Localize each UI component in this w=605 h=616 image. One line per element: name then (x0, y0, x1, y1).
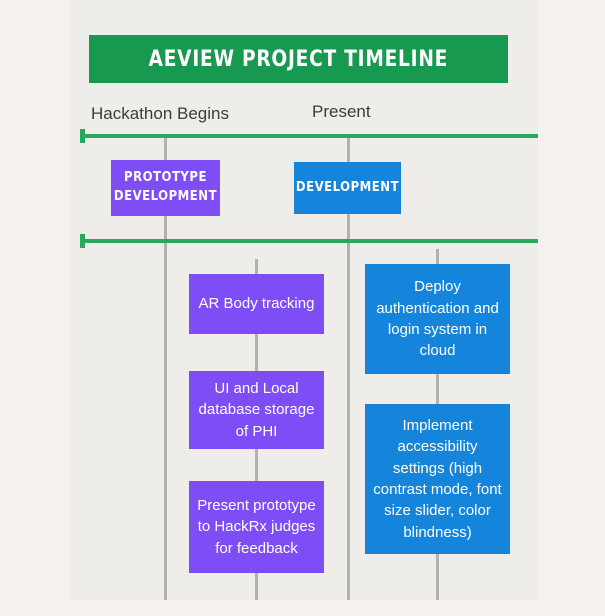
task-card-present-prototype[interactable]: Present prototype to HackRx judges for f… (189, 481, 324, 573)
phase-box-prototype-development[interactable]: PROTOTYPE DEVELOPMENT (111, 160, 220, 216)
task-card-deploy-auth[interactable]: Deploy authentication and login system i… (365, 264, 510, 374)
title-banner: AEVIEW PROJECT TIMELINE (89, 35, 508, 83)
task-card-ui-local-database[interactable]: UI and Local database storage of PHI (189, 371, 324, 449)
guide-line-1 (164, 137, 167, 600)
timeline-rail-bottom (82, 239, 538, 243)
guide-line-3 (347, 137, 350, 600)
task-card-accessibility[interactable]: Implement accessibility settings (high c… (365, 404, 510, 554)
phase-box-development[interactable]: DEVELOPMENT (294, 162, 401, 214)
task-card-ar-body-tracking[interactable]: AR Body tracking (189, 274, 324, 334)
milestone-label-present: Present (312, 102, 371, 121)
timeline-rail-top (82, 134, 538, 138)
page-title: AEVIEW PROJECT TIMELINE (148, 46, 449, 72)
milestone-label-hackathon-begins: Hackathon Begins (91, 104, 229, 123)
